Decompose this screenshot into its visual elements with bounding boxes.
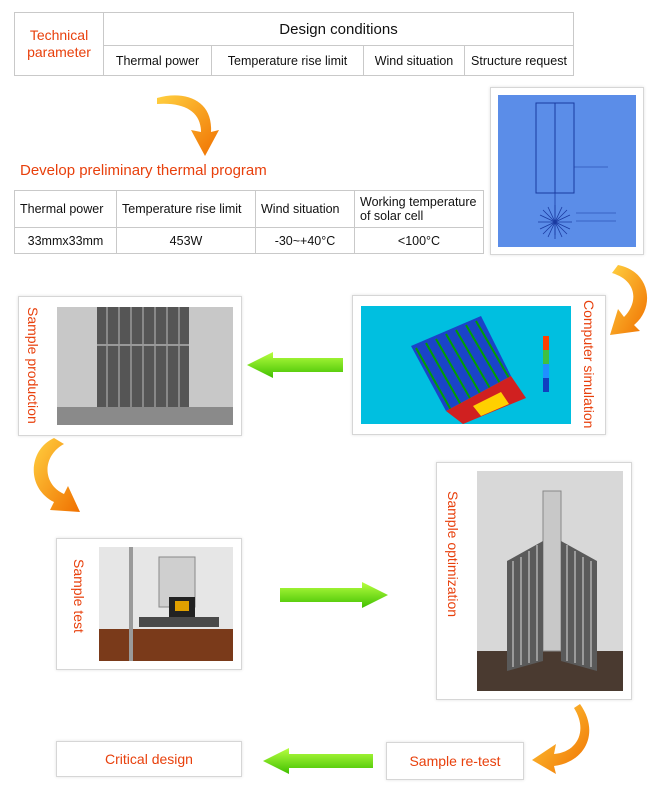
fea-simulation-image: [361, 306, 571, 424]
sample-optimization-label: Sample optimization: [445, 491, 461, 618]
green-arrow-right-icon: [280, 582, 388, 608]
sample-production-label: Sample production: [25, 307, 41, 424]
value-temperature-rise-limit: 453W: [117, 228, 256, 253]
sample-optimization-panel: Sample optimization: [436, 462, 632, 700]
sample-production-photo: [57, 307, 233, 425]
sample-test-label: Sample test: [71, 559, 87, 633]
curved-arrow-icon: [532, 704, 590, 774]
col-thermal-power: Thermal power: [104, 46, 212, 75]
preliminary-program-title: Develop preliminary thermal program: [20, 162, 267, 179]
sample-test-photo: [99, 547, 233, 661]
col-structure-request: Structure request: [471, 53, 567, 68]
design-conditions-header: Design conditions: [104, 13, 573, 46]
header-temperature-rise-limit: Temperature rise limit: [117, 191, 256, 228]
header-working-temperature: Working temperature of solar cell: [355, 191, 483, 228]
curved-arrow-icon: [33, 438, 80, 512]
preliminary-parameters-table: Thermal power Temperature rise limit Win…: [14, 190, 484, 254]
sample-retest-box: Sample re-test: [386, 742, 524, 780]
sample-production-panel: Sample production: [18, 296, 242, 436]
header-thermal-power: Thermal power: [15, 191, 117, 228]
value-working-temperature: <100°C: [397, 233, 441, 248]
cad-drawing-panel: [490, 87, 644, 255]
col-wind-situation: Wind situation: [364, 46, 465, 75]
value-thermal-power: 33mmx33mm: [15, 228, 117, 253]
header-wind-situation: Wind situation: [256, 191, 355, 228]
cad-drawing-image: [498, 95, 636, 247]
value-wind-situation: -30~+40°C: [256, 228, 355, 253]
sample-test-panel: Sample test: [56, 538, 242, 670]
critical-design-box: Critical design: [56, 741, 242, 777]
design-conditions-table: Technical parameter Design conditions Th…: [14, 12, 574, 76]
curved-arrow-icon: [610, 265, 648, 335]
computer-simulation-label: Computer simulation: [581, 300, 597, 429]
computer-simulation-panel: Computer simulation: [352, 295, 606, 435]
col-temperature-rise-limit: Temperature rise limit: [212, 46, 364, 75]
curved-arrow-icon: [157, 95, 219, 156]
green-arrow-left-icon: [247, 352, 343, 378]
technical-parameter-label: Technical parameter: [15, 13, 104, 75]
green-arrow-left-icon: [263, 748, 373, 774]
sample-optimization-photo: [477, 471, 623, 691]
